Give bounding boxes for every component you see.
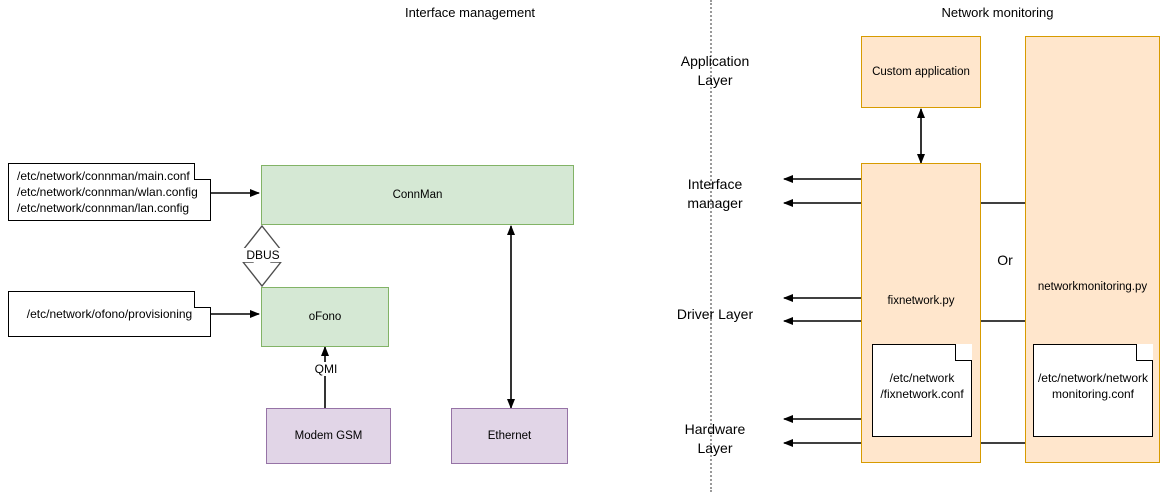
note-networkmonitoring-conf-text: /etc/network/network monitoring.conf: [1037, 370, 1149, 401]
note-ofono-conf: /etc/network/ofono/provisioning: [8, 291, 211, 337]
note-fold-icon: [194, 291, 211, 308]
layer-label-interface-manager: Interface manager: [687, 176, 743, 211]
label-or: Or: [997, 252, 1013, 268]
box-ofono-label: oFono: [308, 311, 342, 323]
note-fold-icon: [955, 344, 972, 361]
note-fold-icon: [1136, 344, 1153, 361]
box-modem-gsm-label: Modem GSM: [294, 430, 363, 442]
box-custom-application[interactable]: Custom application: [861, 36, 981, 108]
box-ethernet-label: Ethernet: [487, 430, 532, 442]
note-connman-conf: /etc/network/connman/main.conf /etc/netw…: [8, 163, 211, 221]
note-networkmonitoring-conf: /etc/network/network monitoring.conf: [1033, 344, 1153, 437]
box-connman-label: ConnMan: [392, 189, 443, 201]
panel-title-interface-management: Interface management: [404, 5, 536, 20]
edge-label-dbus: DBUS: [236, 248, 290, 262]
layer-label-hardware-layer: Hardware Layer: [684, 421, 746, 456]
edge-label-qmi: QMI: [302, 362, 350, 376]
box-ethernet[interactable]: Ethernet: [451, 408, 568, 464]
note-fixnetwork-conf-text: /etc/network /fixnetwork.conf: [880, 370, 964, 401]
note-fold-icon: [194, 163, 211, 180]
note-fixnetwork-conf: /etc/network /fixnetwork.conf: [872, 344, 972, 437]
box-fixnetwork-py-label: fixnetwork.py: [887, 295, 955, 307]
note-ofono-conf-text: /etc/network/ofono/provisioning: [26, 307, 193, 321]
layer-label-driver-layer: Driver Layer: [676, 306, 754, 322]
box-ofono[interactable]: oFono: [261, 287, 389, 347]
box-connman[interactable]: ConnMan: [261, 165, 574, 225]
layer-label-application-layer: Application Layer: [680, 53, 750, 88]
panel-title-network-monitoring: Network monitoring: [941, 5, 1054, 20]
box-modem-gsm[interactable]: Modem GSM: [266, 408, 391, 464]
box-networkmonitoring-py-label: networkmonitoring.py: [1037, 281, 1148, 293]
box-custom-application-label: Custom application: [872, 66, 970, 78]
note-connman-conf-text: /etc/network/connman/main.conf /etc/netw…: [17, 169, 198, 215]
panel-divider: [710, 0, 712, 492]
